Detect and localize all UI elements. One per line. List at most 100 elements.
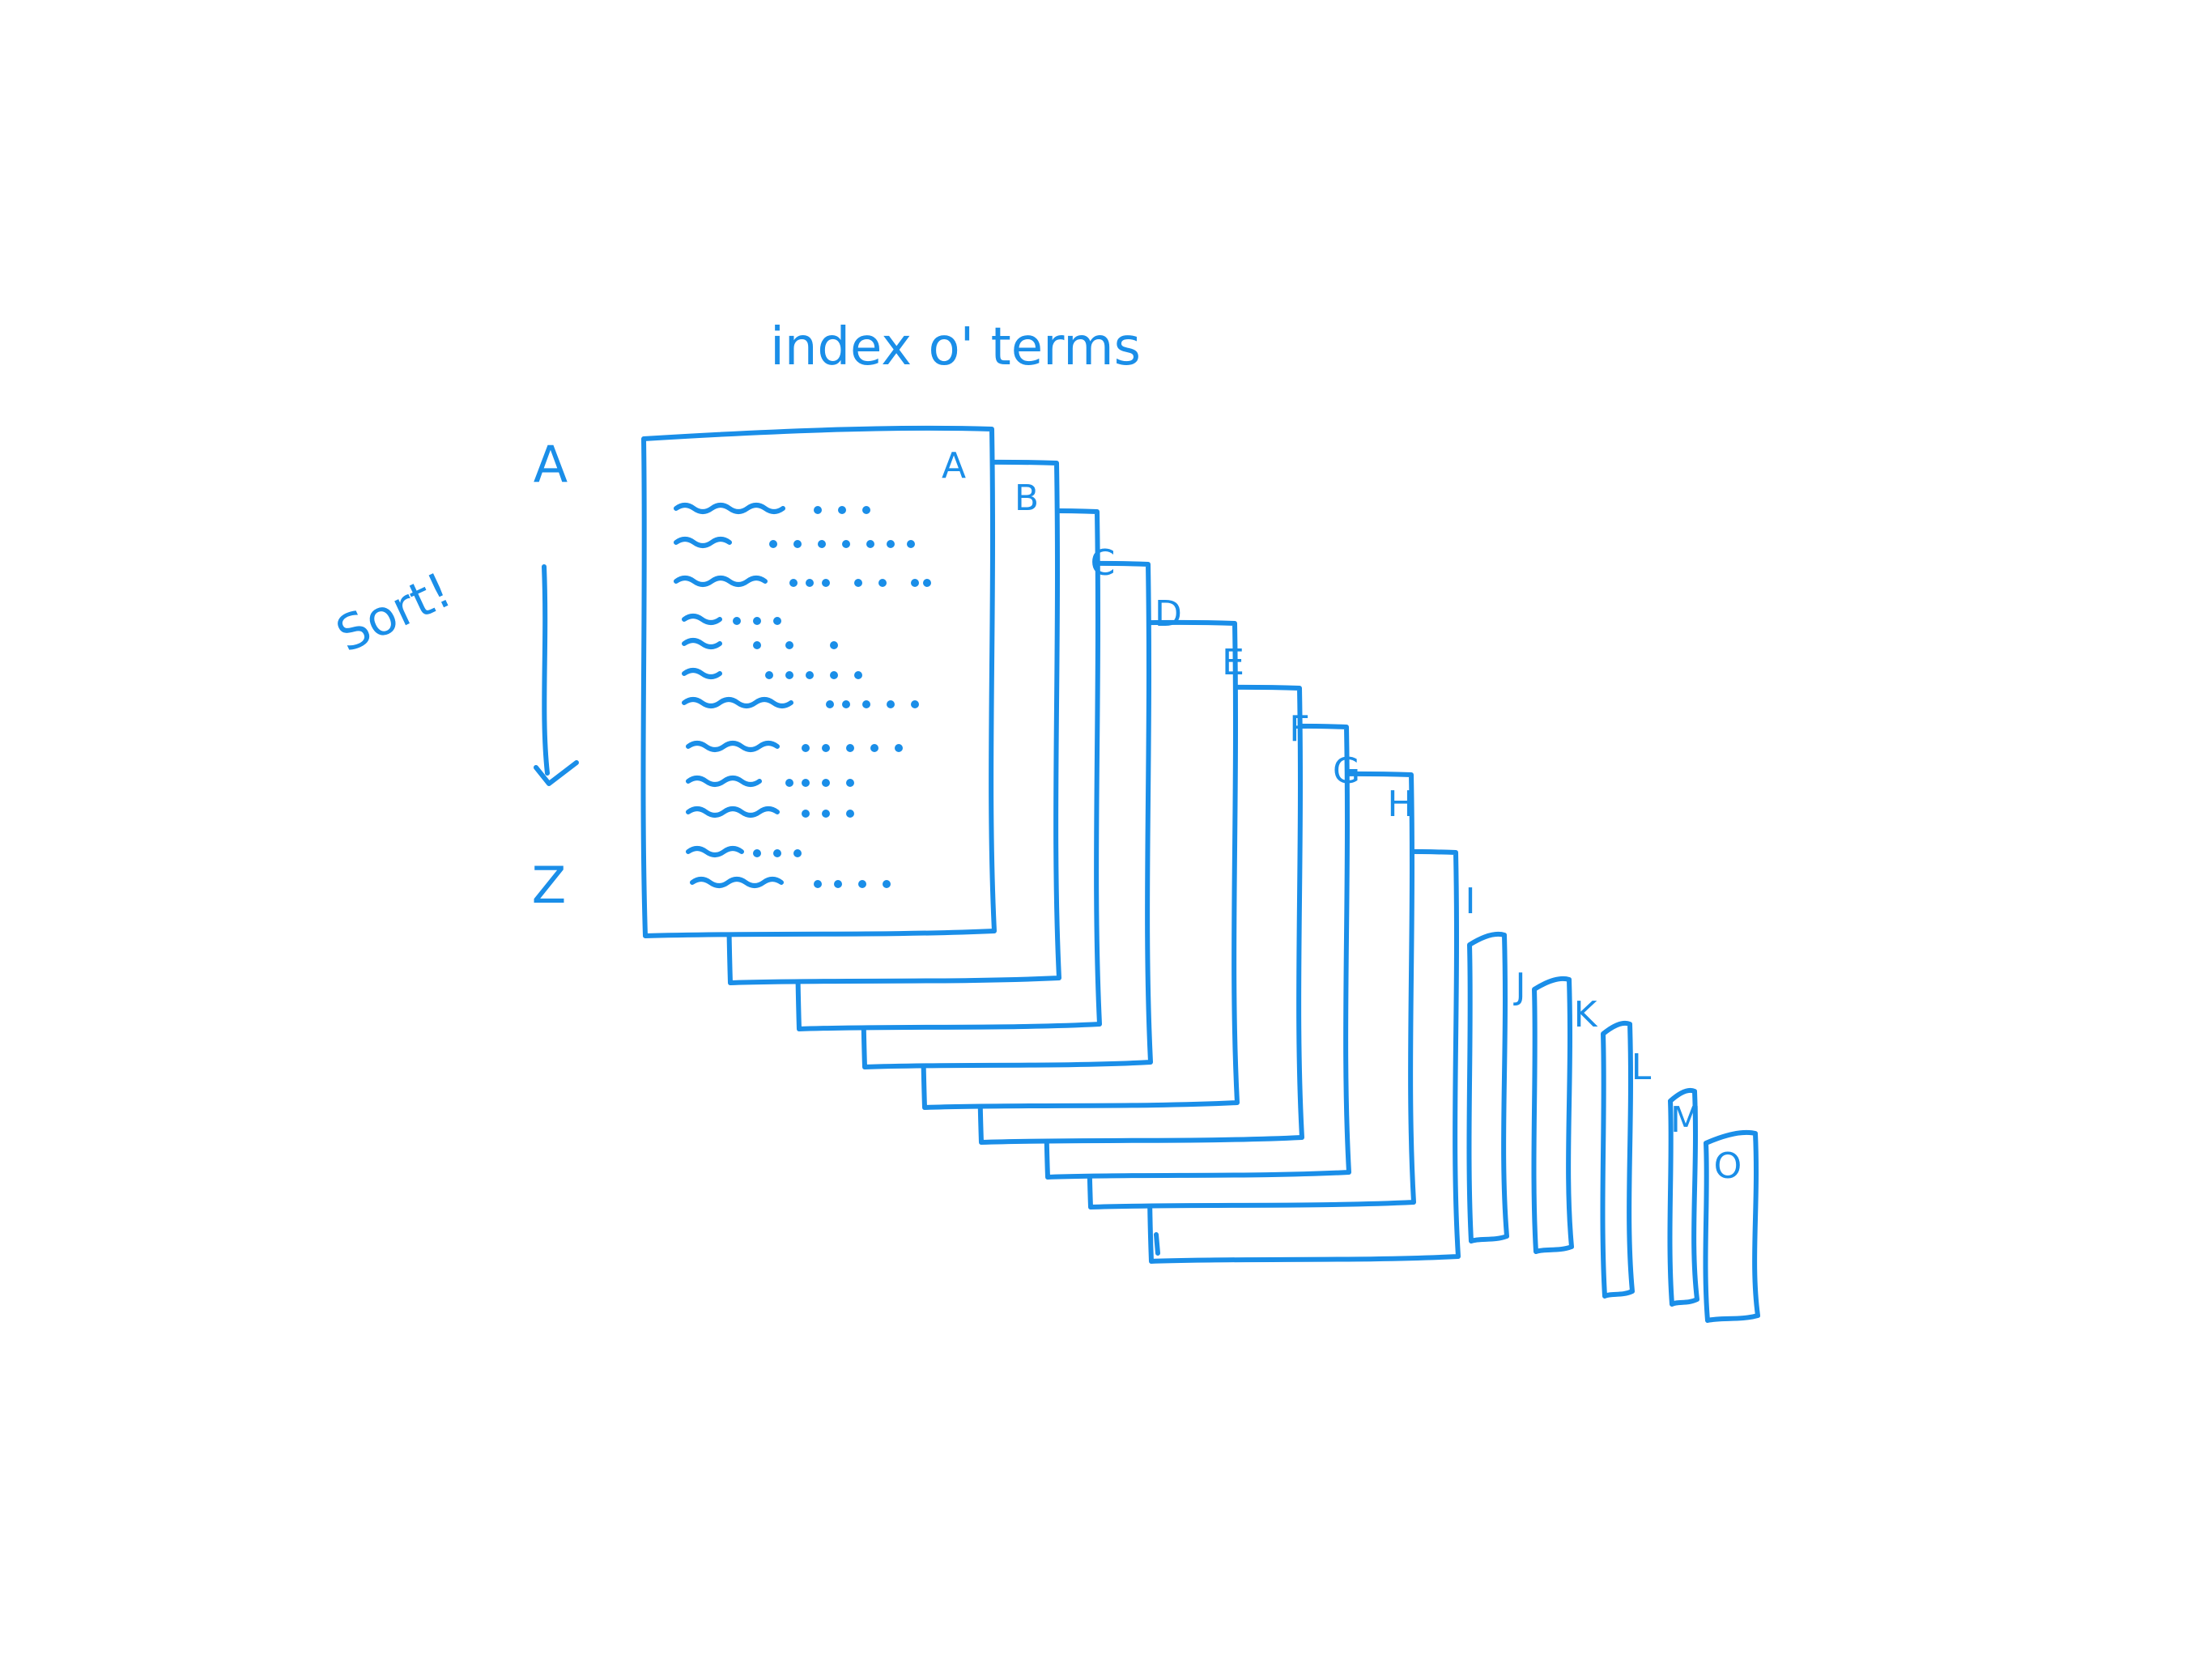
leader-dot (789, 579, 798, 587)
leader-dot (814, 506, 822, 514)
leader-dot (854, 671, 862, 679)
entry-line (686, 846, 802, 857)
term-scribble (686, 846, 744, 857)
leader-dot (733, 617, 741, 625)
page-tab-label: E (1222, 642, 1244, 683)
entry-line (690, 877, 891, 888)
page-outline (640, 425, 997, 938)
leader-dot (854, 579, 862, 587)
leader-dot (907, 540, 915, 548)
leader-dot (822, 779, 830, 787)
term-scribble (686, 741, 780, 752)
leader-dot (822, 744, 830, 752)
scale-top-label: A (534, 435, 568, 494)
leader-dot (830, 671, 838, 679)
page-tab-label: J (1513, 966, 1526, 1007)
leader-dot (923, 579, 931, 587)
page-tab-label: D (1155, 593, 1182, 635)
entry-line (682, 697, 919, 708)
entry-line (686, 806, 854, 818)
scale-bottom-label: Z (532, 856, 566, 915)
leader-dot (870, 744, 878, 752)
index-page-m: M (1667, 1088, 1701, 1307)
page-tab-label: M (1670, 1099, 1701, 1141)
leader-dot (887, 700, 895, 708)
sort-arrow-head-icon (534, 760, 579, 786)
page-outline (1667, 1088, 1699, 1307)
index-page-a: A (640, 425, 997, 938)
leader-dot (793, 849, 802, 857)
index-page-j: J (1466, 932, 1526, 1244)
leader-dot (802, 779, 810, 787)
diagram-title: index o' terms (770, 317, 1141, 377)
leader-dot (822, 579, 830, 587)
leader-dot (887, 540, 895, 548)
leader-dot (818, 540, 826, 548)
stray-tick (1154, 1232, 1160, 1256)
leader-dot (773, 617, 781, 625)
leader-dot (858, 880, 866, 888)
leader-dot (846, 779, 854, 787)
index-page-l: L (1600, 1021, 1652, 1299)
leader-dot (806, 671, 814, 679)
entry-line (686, 776, 854, 787)
term-scribble (690, 877, 784, 888)
leader-dot (785, 641, 793, 649)
term-scribble (686, 776, 762, 787)
leader-dot (838, 506, 846, 514)
page-tab-label: L (1631, 1047, 1652, 1088)
leader-dot (842, 540, 850, 548)
sort-label: Sort! (328, 562, 460, 664)
leader-dot (911, 579, 919, 587)
term-scribble (682, 697, 793, 708)
leader-dot (822, 810, 830, 818)
term-scribble (674, 576, 768, 587)
page-tab-label: C (1091, 542, 1116, 584)
leader-dot (883, 880, 891, 888)
page-tab-label: G (1333, 750, 1360, 792)
page-outline (1531, 976, 1574, 1254)
index-page-o: O (1703, 1129, 1760, 1323)
term-scribble (682, 668, 722, 679)
front-page-entries (674, 503, 931, 888)
leader-dot (773, 849, 781, 857)
entry-line (686, 741, 903, 752)
leader-dot (846, 810, 854, 818)
entry-line (682, 668, 862, 679)
leader-dot (826, 700, 834, 708)
leader-dot (785, 779, 793, 787)
page-tab-label: A (942, 445, 966, 487)
sort-arrow-shaft (542, 564, 550, 776)
leader-dot (753, 849, 761, 857)
leader-dot (785, 671, 793, 679)
term-scribble (682, 638, 722, 649)
page-tab-label: O (1714, 1146, 1742, 1187)
leader-dot (806, 579, 814, 587)
entry-line (674, 576, 931, 587)
leader-dot (878, 579, 887, 587)
leader-dot (911, 700, 919, 708)
page-outline (1600, 1021, 1635, 1299)
entry-line (682, 638, 838, 649)
entry-line (674, 537, 915, 548)
term-scribble (674, 503, 785, 514)
page-tab-label: F (1289, 708, 1309, 750)
leader-dot (862, 506, 870, 514)
entry-line (674, 503, 870, 514)
leader-dot (842, 700, 850, 708)
leader-dot (769, 540, 777, 548)
leader-dot (846, 744, 854, 752)
term-scribble (682, 614, 722, 625)
leader-dot (753, 617, 761, 625)
leader-dot (866, 540, 874, 548)
leader-dot (802, 744, 810, 752)
term-scribble (686, 806, 780, 818)
page-tab-label: B (1015, 478, 1039, 519)
leader-dot (765, 671, 773, 679)
leader-dot (814, 880, 822, 888)
term-scribble (674, 537, 732, 548)
page-tab-label: I (1465, 881, 1476, 922)
page-outline (1703, 1129, 1760, 1323)
